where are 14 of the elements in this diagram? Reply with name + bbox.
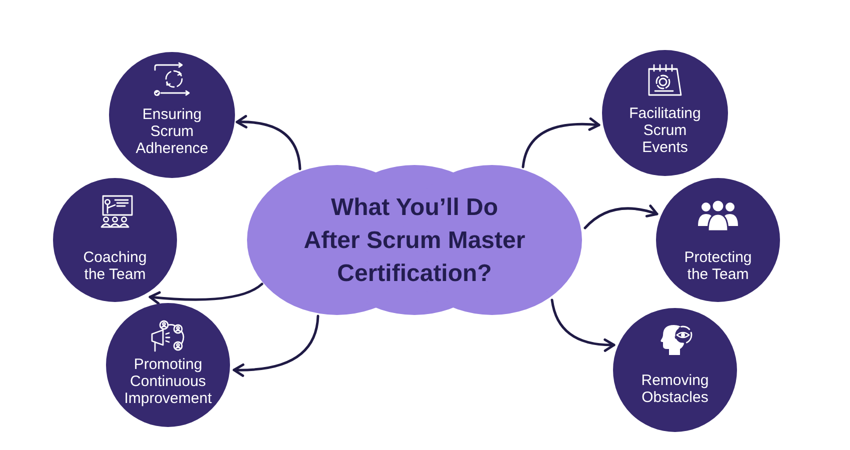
node-label: Facilitating Scrum Events	[628, 105, 702, 156]
node-label: Promoting Continuous Improvement	[123, 356, 213, 407]
arrow	[584, 204, 658, 230]
arrow	[550, 298, 616, 352]
node-label: Ensuring Scrum Adherence	[134, 106, 210, 157]
cloud-shape	[247, 165, 582, 315]
node-label: Protecting the Team	[683, 249, 753, 283]
node-label: Coaching the Team	[82, 249, 148, 283]
cloud-title: What You’ll Do After Scrum Master Certification?	[302, 192, 526, 288]
arrow	[522, 118, 600, 168]
node-label: Removing Obstacles	[640, 372, 710, 406]
arrow	[236, 115, 302, 170]
arrow	[148, 282, 264, 305]
arrow	[232, 314, 320, 377]
